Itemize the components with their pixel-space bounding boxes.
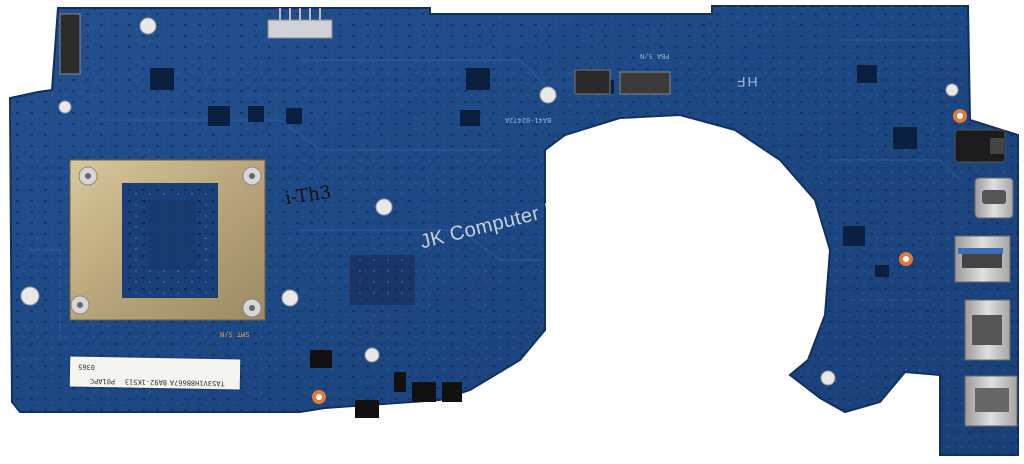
side-ports [954, 129, 1018, 427]
sticker-line1: TA53V1H8B667A [169, 378, 225, 388]
silk-hf-mark: HF [735, 74, 758, 90]
silk-smt-sn: SMT S/N [220, 330, 250, 338]
top-connectors [59, 8, 671, 95]
serial-sticker: TA53V1H8B667A BA92-1K513 P01APC 0365 [69, 356, 241, 390]
sticker-line3: P01APC [89, 376, 116, 386]
cpu-heatsink-bracket [69, 159, 266, 321]
mounting-holes [20, 17, 959, 386]
sticker-line2: BA92-1K513 [124, 377, 168, 387]
silk-pba-sn: PBA S/N [640, 52, 670, 60]
silk-part-number: BA41-02472A [505, 116, 552, 124]
sticker-line4: 0365 [78, 362, 96, 371]
